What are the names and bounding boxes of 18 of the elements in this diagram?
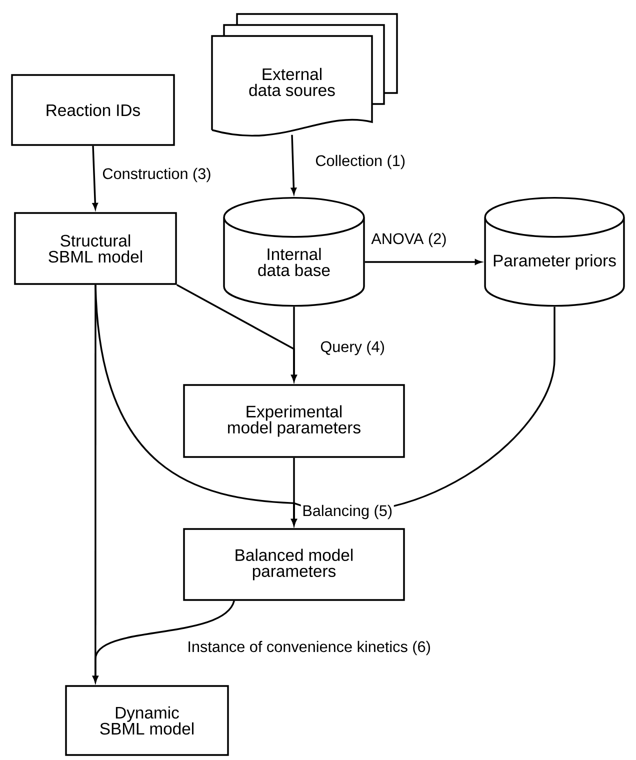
process-box: Structural SBML model — [14, 212, 177, 285]
process-box: Experimental model parameters — [183, 384, 405, 458]
edge-label: Instance of convenience kinetics (6) — [186, 640, 432, 656]
database-cylinder: Parameter priors — [484, 196, 625, 307]
edge-label: Balancing (5) — [300, 504, 394, 520]
arrow — [92, 284, 98, 682]
process-box: Balanced model parameters — [183, 528, 405, 601]
process-box: Dynamic SBML model — [65, 685, 229, 756]
source-box: Reaction IDs — [11, 74, 175, 146]
edge-label: Collection (1) — [314, 154, 407, 170]
edge-label: ANOVA (2) — [370, 232, 448, 248]
arrow — [92, 146, 98, 210]
arrow — [364, 259, 482, 265]
arrow — [176, 284, 297, 382]
arrow — [291, 134, 296, 194]
database-cylinder: Internal data base — [223, 196, 365, 307]
edge-label: Construction (3) — [100, 166, 213, 184]
edge-label: Query (4) — [318, 340, 386, 356]
